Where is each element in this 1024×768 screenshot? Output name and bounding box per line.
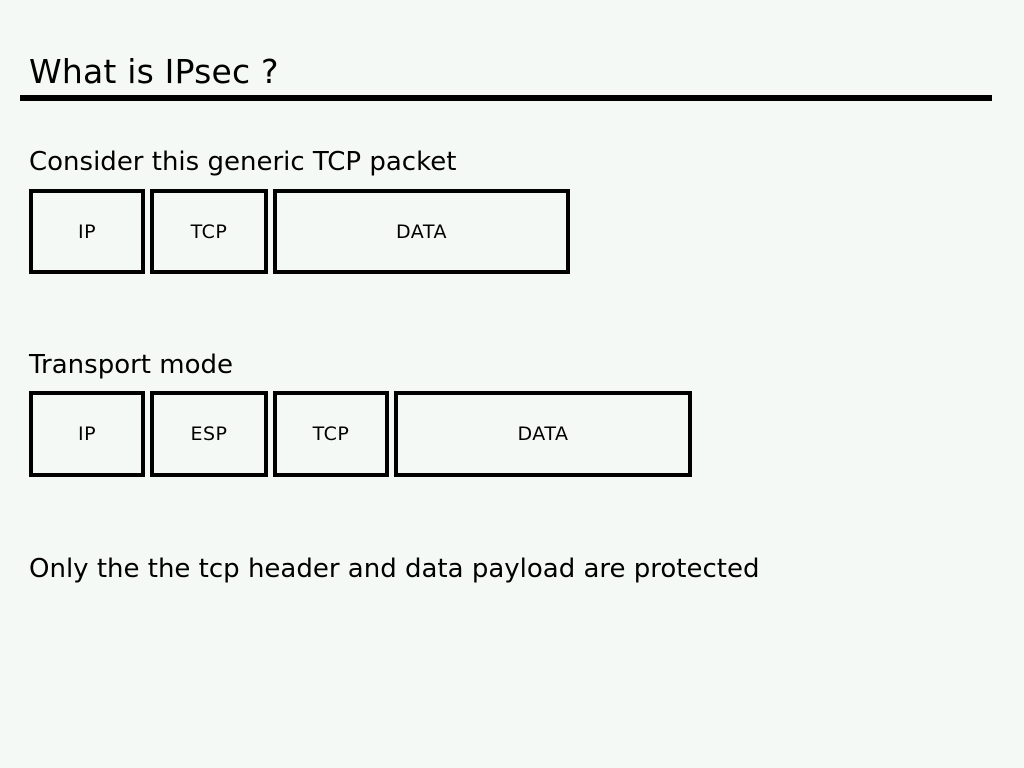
packet-field-data: DATA (273, 189, 570, 274)
packet-field-label: IP (77, 423, 97, 445)
packet-field-label: TCP (190, 220, 228, 243)
page-title: What is IPsec ? (29, 52, 279, 91)
title-underline-rule (20, 95, 992, 101)
packet-field-tcp: TCP (273, 391, 389, 477)
generic-tcp-packet-diagram: IP TCP DATA (29, 189, 570, 274)
packet-field-label: ESP (190, 423, 228, 445)
packet-field-tcp: TCP (150, 189, 268, 274)
packet-field-ip: IP (29, 391, 145, 477)
packet-field-label: IP (77, 220, 97, 243)
packet-field-label: DATA (396, 220, 447, 243)
packet-field-esp: ESP (150, 391, 268, 477)
section-heading-generic-packet: Consider this generic TCP packet (29, 147, 457, 177)
packet-field-label: TCP (312, 423, 350, 445)
packet-field-data: DATA (394, 391, 692, 477)
transport-mode-packet-diagram: IP ESP TCP DATA (29, 391, 692, 477)
section-heading-transport-mode: Transport mode (29, 350, 234, 380)
packet-field-label: DATA (517, 423, 569, 445)
caption-protected-scope: Only the the tcp header and data payload… (29, 554, 760, 584)
packet-field-ip: IP (29, 189, 145, 274)
